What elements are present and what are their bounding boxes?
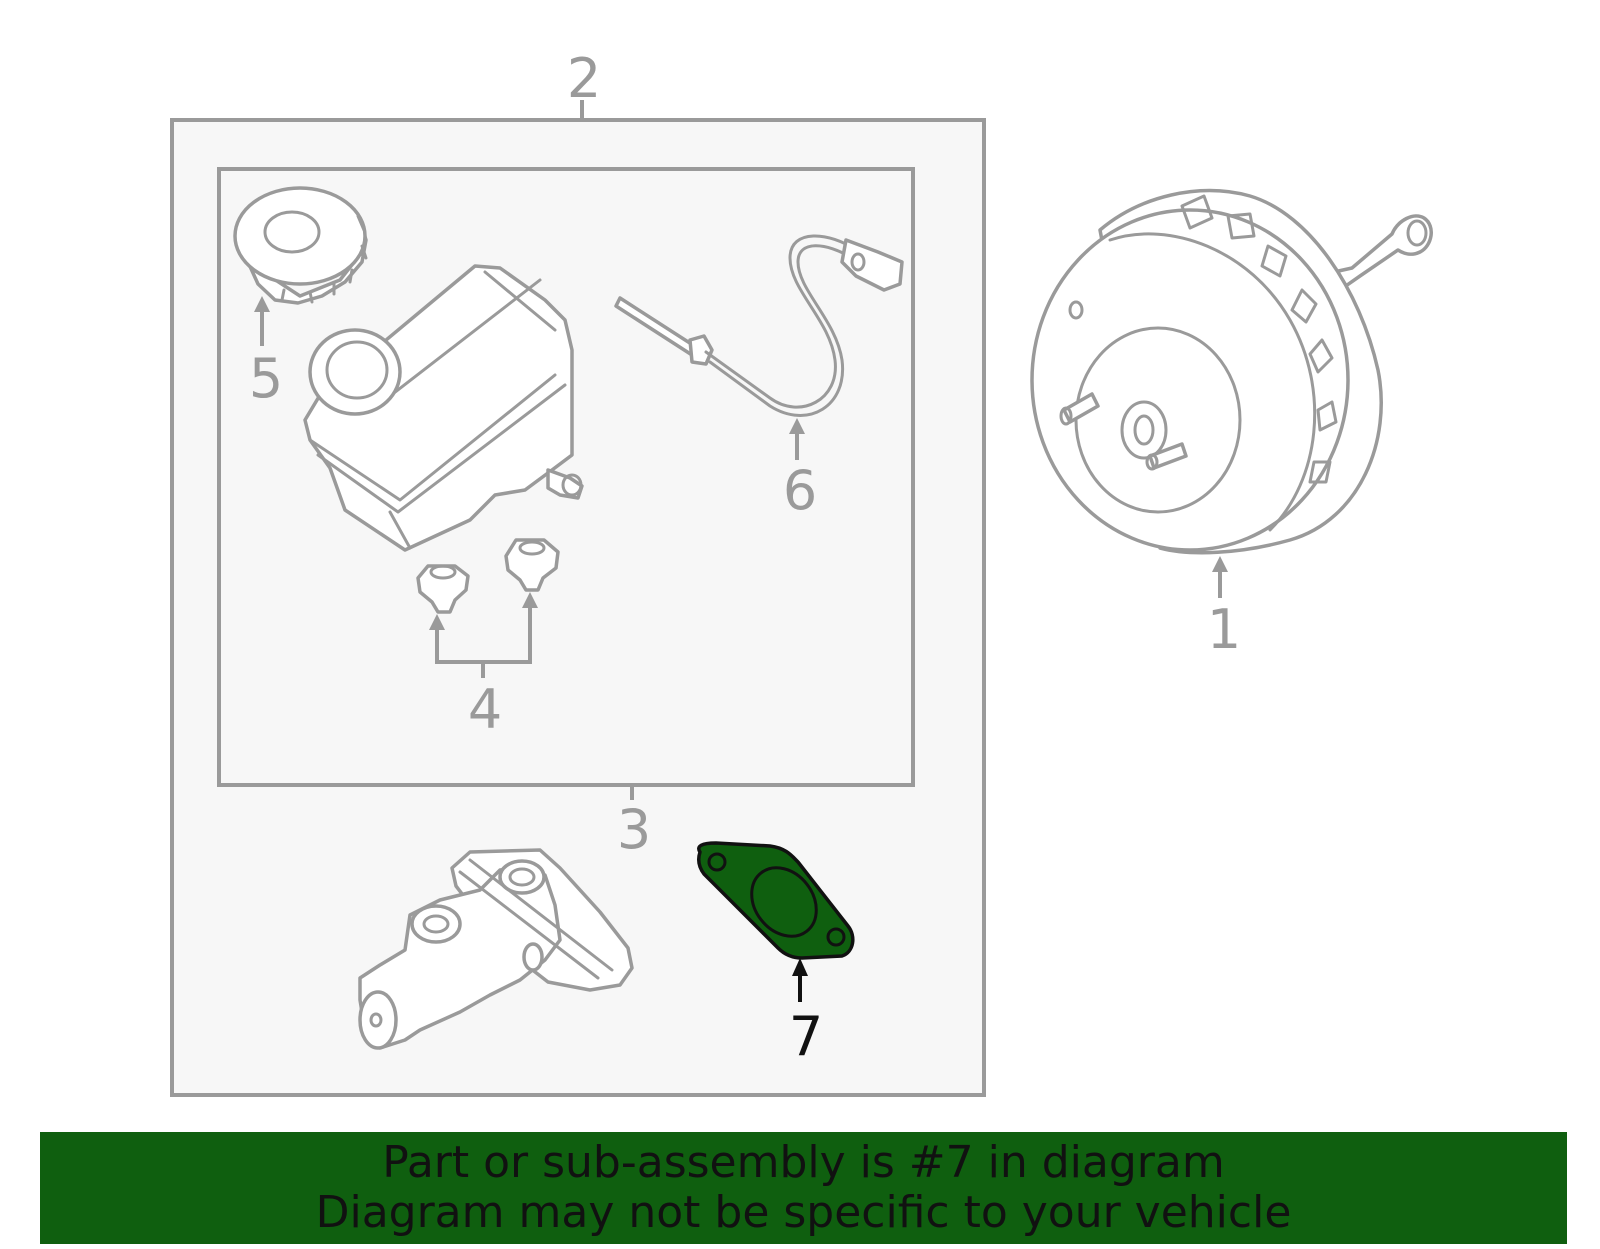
grommet-part-4-left[interactable] [416, 564, 470, 614]
reservoir-cap-part-5[interactable] [233, 186, 368, 305]
gasket-part-7-highlighted[interactable] [697, 841, 855, 960]
master-cylinder [358, 848, 634, 1050]
callout-4[interactable]: 4 [468, 678, 502, 741]
level-sensor-part-6[interactable] [614, 234, 904, 417]
callout-3[interactable]: 3 [617, 798, 651, 861]
info-banner: Part or sub-assembly is #7 in diagram Di… [40, 1132, 1567, 1244]
grommet-part-4-right[interactable] [504, 538, 560, 592]
callout-6[interactable]: 6 [783, 459, 817, 522]
callout-7[interactable]: 7 [789, 1005, 823, 1068]
banner-line-1: Part or sub-assembly is #7 in diagram [382, 1137, 1225, 1188]
brake-booster-part-1[interactable] [1030, 188, 1433, 555]
callout-1[interactable]: 1 [1207, 598, 1241, 661]
callout-5[interactable]: 5 [249, 347, 283, 410]
fluid-reservoir [303, 264, 584, 552]
callout-2[interactable]: 2 [567, 47, 601, 110]
banner-line-2: Diagram may not be specific to your vehi… [315, 1187, 1292, 1238]
